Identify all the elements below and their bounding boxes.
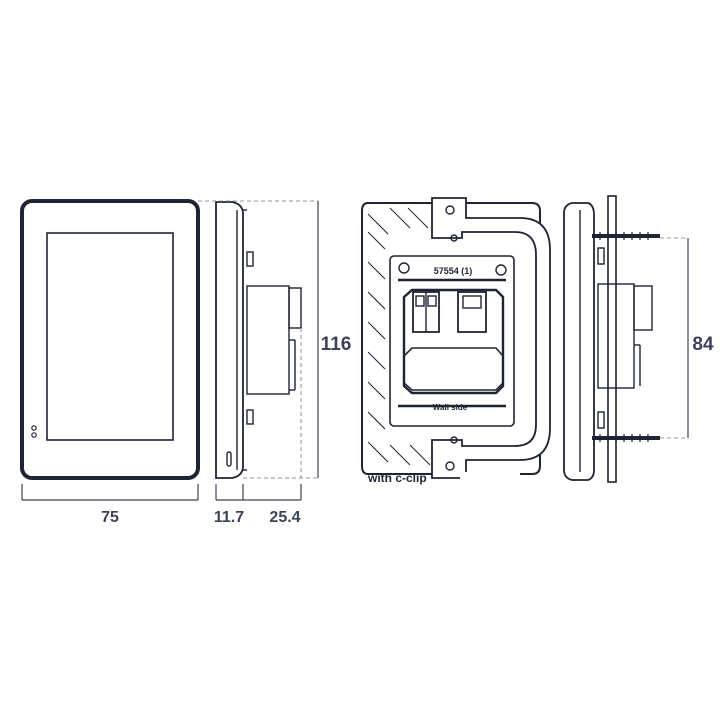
screw-dimension xyxy=(660,237,689,439)
screw-bottom xyxy=(592,434,660,442)
side-led xyxy=(226,451,232,467)
screw-top xyxy=(592,232,660,240)
mounted-rear-body xyxy=(597,283,635,389)
wall-plate-edge xyxy=(607,195,617,483)
dimension-lines xyxy=(21,201,319,501)
dim-screw-84: 84 xyxy=(692,334,714,355)
clip-note: with c-clip xyxy=(367,471,427,485)
sensor-indicator xyxy=(31,432,37,438)
back-plate xyxy=(361,202,541,475)
back-inner-frame xyxy=(389,255,515,427)
part-number: 57554 (1) xyxy=(434,266,473,276)
back-view xyxy=(361,197,551,479)
plate-ribs xyxy=(367,207,431,466)
side-front-panel xyxy=(215,201,244,479)
front-housing xyxy=(20,199,200,480)
side-connector xyxy=(288,287,302,329)
front-view xyxy=(20,199,200,480)
cable-cutout xyxy=(403,347,504,391)
front-screen xyxy=(46,232,174,441)
dim-depth-25-4: 25.4 xyxy=(269,509,300,526)
rj45-port xyxy=(457,291,487,333)
side-view xyxy=(215,201,302,479)
dim-width-75: 75 xyxy=(101,509,119,526)
c-clip xyxy=(431,197,551,479)
mounted-side-view xyxy=(563,195,660,483)
side-rear-body xyxy=(246,285,290,395)
connector-panel xyxy=(402,288,505,395)
dimension-guides xyxy=(198,200,318,479)
mounted-front-panel xyxy=(563,202,595,481)
dim-depth-11-7: 11.7 xyxy=(214,509,244,526)
led-indicator xyxy=(31,425,37,431)
wall-side-label: Wall side xyxy=(433,403,468,412)
dim-height-116: 116 xyxy=(321,334,352,355)
